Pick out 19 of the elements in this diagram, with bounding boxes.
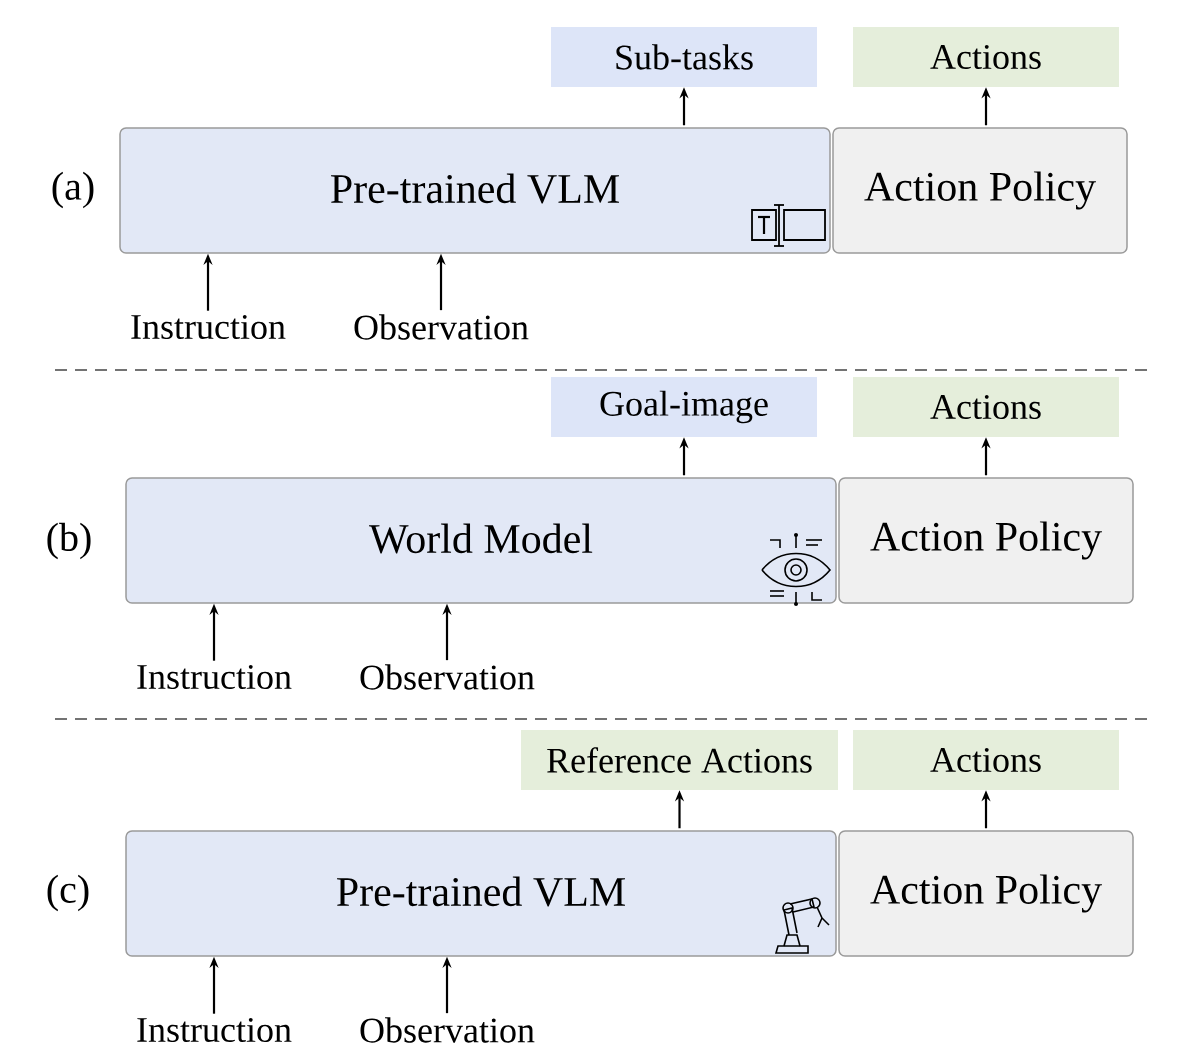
policy-box: Action Policy	[838, 477, 1134, 604]
input-label: Observation	[360, 1017, 535, 1043]
output-box: Goal-image	[551, 377, 817, 437]
input-label: Instruction	[137, 664, 292, 690]
input-label: Instruction	[137, 1017, 292, 1043]
input-label: Observation	[360, 664, 535, 690]
output-box: Actions	[853, 377, 1119, 437]
panel-label: (c)	[47, 874, 89, 912]
output-box: Actions	[853, 27, 1119, 87]
model-box: World Model	[125, 477, 837, 604]
output-box: Sub-tasks	[551, 27, 817, 87]
model-box: Pre-trained VLM	[125, 830, 837, 957]
input-label: Instruction	[131, 314, 286, 340]
input-label: Observation	[354, 314, 529, 340]
policy-box: Action Policy	[832, 127, 1128, 254]
model-box: Pre-trained VLM	[119, 127, 831, 254]
policy-box: Action Policy	[838, 830, 1134, 957]
output-box: Actions	[853, 730, 1119, 790]
output-box: Reference Actions	[521, 730, 838, 790]
